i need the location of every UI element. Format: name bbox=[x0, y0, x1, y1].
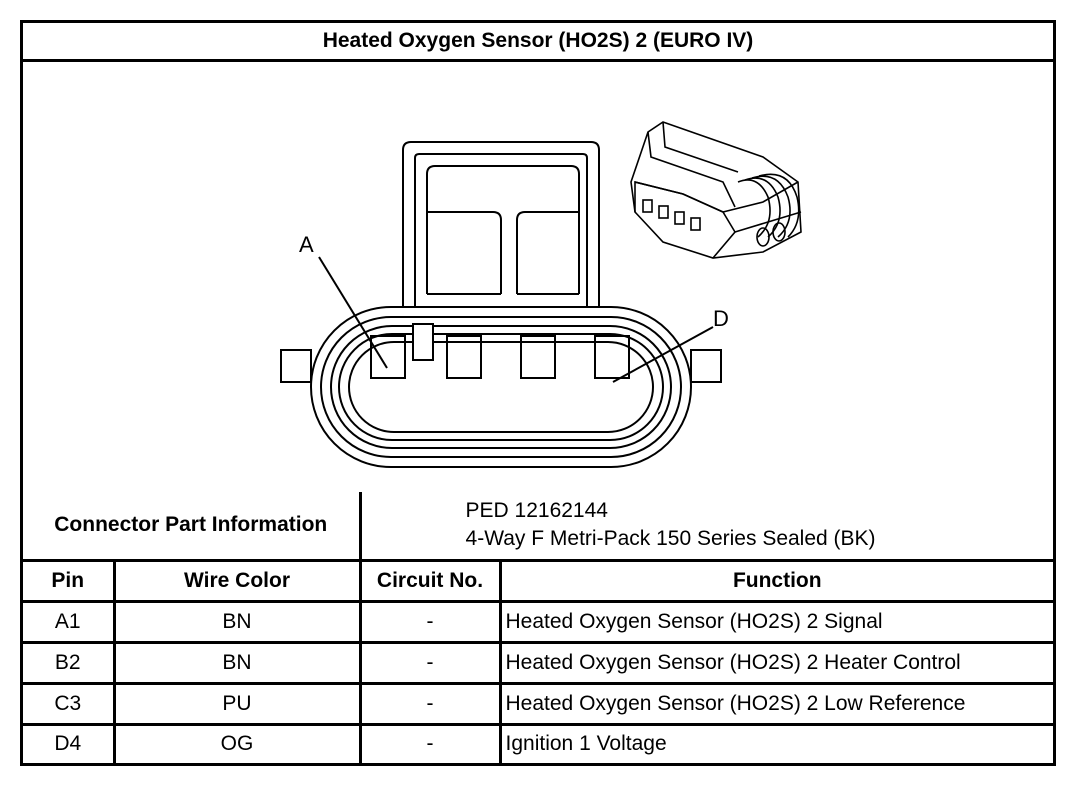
part-description: 4-Way F Metri-Pack 150 Series Sealed (BK… bbox=[465, 527, 876, 551]
connector-key bbox=[412, 323, 434, 361]
connector-drawing: A D bbox=[23, 62, 1053, 492]
function-cell: Ignition 1 Voltage bbox=[498, 722, 1054, 763]
connector-pinout-table: Connector Part Information PED 12162144 … bbox=[23, 492, 1054, 763]
leader-line-a bbox=[318, 256, 388, 369]
table-row: A1 BN - Heated Oxygen Sensor (HO2S) 2 Si… bbox=[23, 599, 1054, 644]
connector-body bbox=[310, 306, 692, 468]
diagram-title: Heated Oxygen Sensor (HO2S) 2 (EURO IV) bbox=[23, 23, 1053, 62]
connector-part-info-row: Connector Part Information PED 12162144 … bbox=[23, 492, 1054, 562]
header-function: Function bbox=[498, 558, 1054, 603]
terminal-d bbox=[594, 335, 630, 379]
terminal-a bbox=[370, 335, 406, 379]
circuit-cell: - bbox=[358, 599, 502, 644]
part-number: PED 12162144 bbox=[465, 499, 608, 523]
connector-illustration: A D bbox=[280, 121, 802, 468]
circuit-cell: - bbox=[358, 640, 502, 685]
connector-latch bbox=[402, 141, 600, 308]
connector-isometric-view bbox=[630, 121, 802, 259]
table-row: B2 BN - Heated Oxygen Sensor (HO2S) 2 He… bbox=[23, 640, 1054, 685]
connector-part-info-value: PED 12162144 4-Way F Metri-Pack 150 Seri… bbox=[358, 492, 1054, 562]
connector-sheet: Heated Oxygen Sensor (HO2S) 2 (EURO IV) bbox=[20, 20, 1056, 766]
circuit-cell: - bbox=[358, 681, 502, 726]
wire-color-cell: BN bbox=[112, 599, 362, 644]
header-circuit-no: Circuit No. bbox=[358, 558, 502, 603]
table-header-row: Pin Wire Color Circuit No. Function bbox=[23, 558, 1054, 603]
wire-color-cell: PU bbox=[112, 681, 362, 726]
header-wire-color: Wire Color bbox=[112, 558, 362, 603]
function-cell: Heated Oxygen Sensor (HO2S) 2 Low Refere… bbox=[498, 681, 1054, 726]
header-pin: Pin bbox=[23, 558, 116, 603]
function-cell: Heated Oxygen Sensor (HO2S) 2 Heater Con… bbox=[498, 640, 1054, 685]
pin-cell: B2 bbox=[23, 640, 116, 685]
table-row: D4 OG - Ignition 1 Voltage bbox=[23, 722, 1054, 763]
pin-cell: C3 bbox=[23, 681, 116, 726]
circuit-cell: - bbox=[358, 722, 502, 763]
wire-color-cell: OG bbox=[112, 722, 362, 763]
terminal-b bbox=[446, 335, 482, 379]
connector-side-tabs bbox=[280, 349, 722, 383]
wire-color-cell: BN bbox=[112, 640, 362, 685]
pin-label-d: D bbox=[713, 306, 729, 331]
function-cell: Heated Oxygen Sensor (HO2S) 2 Signal bbox=[498, 599, 1054, 644]
leader-line-d bbox=[612, 326, 714, 383]
terminal-cavities bbox=[370, 335, 630, 379]
pin-cell: D4 bbox=[23, 722, 116, 763]
connector-part-info-label: Connector Part Information bbox=[23, 492, 362, 562]
terminal-c bbox=[520, 335, 556, 379]
pin-label-a: A bbox=[299, 232, 314, 257]
table-row: C3 PU - Heated Oxygen Sensor (HO2S) 2 Lo… bbox=[23, 681, 1054, 726]
pin-cell: A1 bbox=[23, 599, 116, 644]
